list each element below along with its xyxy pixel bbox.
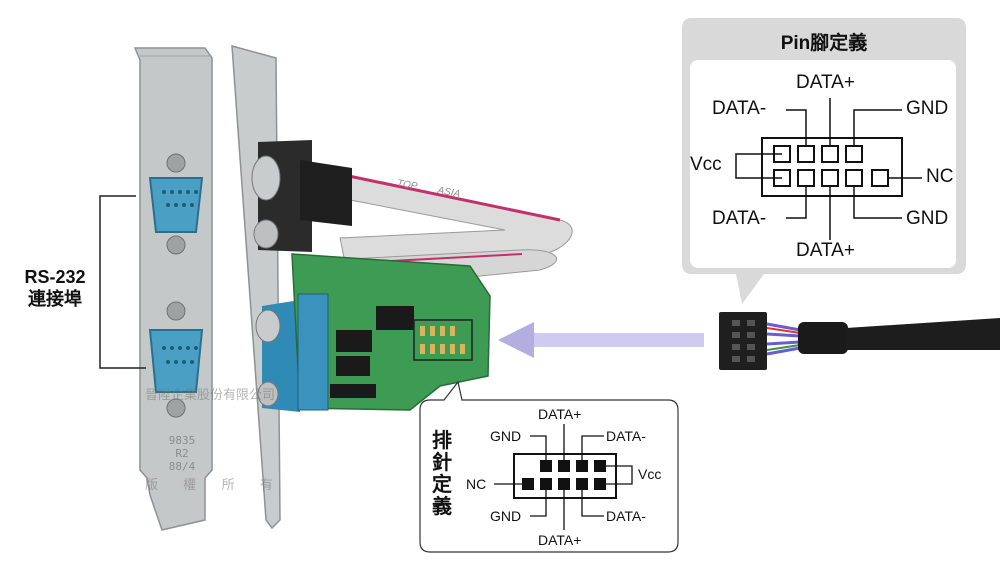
bracket-marking-line1: 9835 R2	[168, 434, 196, 460]
side-bracket	[231, 44, 312, 530]
header-right-top: DATA-	[606, 428, 646, 444]
front-bracket	[133, 47, 213, 531]
header-title-char-4: 義	[432, 496, 452, 518]
pcb-board	[291, 253, 491, 411]
watermark: 晉陞企業股份有限公司 版 權 所 有	[145, 320, 275, 530]
header-connector-cable	[719, 312, 1000, 370]
port-label-bracket	[99, 195, 146, 369]
header-left-bottom: GND	[490, 508, 522, 524]
header-title-char-3: 定	[432, 474, 452, 496]
pin-left-mid: Vcc	[690, 154, 722, 175]
pin-right-mid: NC	[926, 166, 954, 187]
pin-left-top: DATA-	[712, 98, 767, 119]
direction-arrow	[498, 322, 704, 358]
rs232-label-line2: 連接埠	[28, 289, 82, 309]
header-vertical-title: 排 針 定 義	[430, 430, 454, 518]
header-left-mid: NC	[466, 476, 487, 492]
header-bottom-data: DATA+	[538, 532, 582, 548]
header-definition-callout	[419, 380, 679, 553]
bracket-marking-line2: 88/4	[168, 460, 196, 473]
pin-left-bottom: DATA-	[712, 208, 767, 229]
pin-top-data: DATA+	[796, 72, 855, 93]
pin-bottom-data: DATA+	[796, 240, 855, 261]
bracket-marking: 9835 R2 88/4	[160, 434, 204, 473]
pin-box-title: Pin腳定義	[780, 33, 868, 54]
header-left-top: GND	[490, 428, 522, 444]
lower-db9-port	[148, 301, 204, 418]
header-title-char-2: 針	[432, 452, 452, 474]
header-title-char-1: 排	[432, 430, 452, 452]
upper-db9-port	[148, 153, 204, 255]
pin-right-top: GND	[906, 98, 949, 119]
watermark-line1: 晉陞企業股份有限公司	[145, 387, 276, 402]
header-right-bottom: DATA-	[606, 508, 646, 524]
header-right-mid: Vcc	[638, 466, 662, 482]
header-top-data: DATA+	[538, 406, 582, 422]
rs232-label-line1: RS-232	[24, 267, 86, 287]
rs232-port-label: RS-232 連接埠	[12, 266, 98, 310]
pin-definition-callout	[682, 18, 966, 304]
watermark-line2: 版 權 所 有	[145, 477, 273, 492]
pin-right-bottom: GND	[906, 208, 949, 229]
